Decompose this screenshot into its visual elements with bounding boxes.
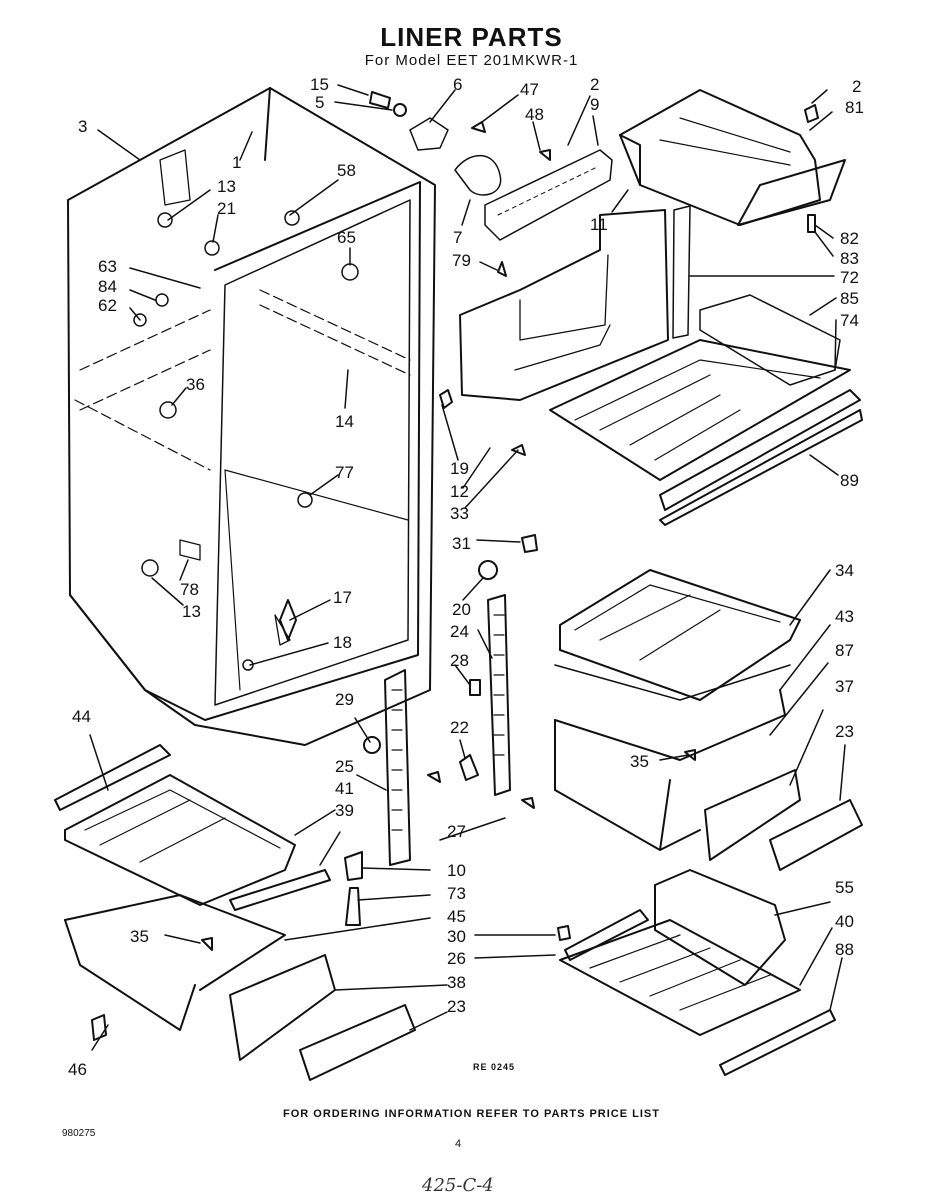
- callout-45: 45: [447, 907, 466, 926]
- callout-11: 11: [590, 215, 608, 234]
- callout-1: 1: [232, 153, 241, 172]
- leader-lines: [89, 84, 846, 1051]
- callout-65: 65: [337, 228, 356, 247]
- callout-85: 85: [840, 289, 859, 308]
- callout-25: 25: [335, 757, 354, 776]
- callout-30: 30: [447, 927, 466, 946]
- callout-36: 36: [186, 375, 205, 394]
- callout-84: 84: [98, 277, 117, 296]
- callout-62: 62: [98, 296, 117, 315]
- right-crisper-assembly: [554, 569, 863, 871]
- callout-24: 24: [450, 622, 469, 641]
- upper-shelf-assembly: [549, 294, 863, 526]
- callout-55: 55: [835, 878, 854, 897]
- callout-82: 82: [840, 229, 859, 248]
- callout-labels: 15 5 6 47 48 2 9 2 81 3 1 58 13 21 65 7 …: [68, 75, 864, 1079]
- callout-79: 79: [452, 251, 471, 270]
- callout-74: 74: [840, 311, 859, 330]
- callout-31: 31: [452, 534, 471, 553]
- page-number: 4: [455, 1138, 462, 1150]
- callout-29: 29: [335, 690, 354, 709]
- callout-78: 78: [180, 580, 199, 599]
- callout-87: 87: [835, 641, 854, 660]
- callout-41: 41: [335, 779, 354, 798]
- fan-assembly: [409, 117, 691, 401]
- callout-17: 17: [333, 588, 352, 607]
- callout-20: 20: [452, 600, 471, 619]
- model-subtitle: For Model EET 201MKWR-1: [364, 52, 579, 69]
- drawing-ref-code: RE 0245: [473, 1062, 516, 1072]
- callout-3: 3: [78, 117, 87, 136]
- callout-37: 37: [835, 677, 854, 696]
- callout-73: 73: [447, 884, 466, 903]
- ordering-note: FOR ORDERING INFORMATION REFER TO PARTS …: [283, 1108, 660, 1120]
- handwritten-note: 425-C-4: [422, 1175, 494, 1196]
- callout-14: 14: [335, 412, 354, 431]
- callout-18: 18: [333, 633, 352, 652]
- callout-34: 34: [835, 561, 854, 580]
- callout-63: 63: [98, 257, 117, 276]
- callout-21: 21: [217, 199, 236, 218]
- cabinet-liner: [67, 87, 436, 746]
- callout-44: 44: [72, 707, 91, 726]
- freezer-basket-assembly: [559, 869, 836, 1076]
- callout-35a: 35: [630, 752, 649, 771]
- callout-77: 77: [335, 463, 354, 482]
- callout-35b: 35: [130, 927, 149, 946]
- top-pan-assembly: [619, 89, 846, 226]
- left-crisper-assembly: [54, 744, 416, 1081]
- callout-7: 7: [453, 228, 462, 247]
- callout-81: 81: [845, 98, 864, 117]
- callout-12: 12: [450, 482, 469, 501]
- callout-13b: 13: [182, 602, 201, 621]
- callout-2a: 2: [590, 75, 599, 94]
- callout-39: 39: [335, 801, 354, 820]
- callout-72: 72: [840, 268, 859, 287]
- callout-2b: 2: [852, 77, 861, 96]
- callout-43: 43: [835, 607, 854, 626]
- callout-88: 88: [835, 940, 854, 959]
- callout-23a: 23: [835, 722, 854, 741]
- callout-26: 26: [447, 949, 466, 968]
- callout-6: 6: [453, 75, 462, 94]
- callout-38: 38: [447, 973, 466, 992]
- document-number: 980275: [62, 1128, 96, 1139]
- callout-27: 27: [447, 822, 466, 841]
- callout-58: 58: [337, 161, 356, 180]
- callout-48: 48: [525, 105, 544, 124]
- callout-13a: 13: [217, 177, 236, 196]
- callout-40: 40: [835, 912, 854, 931]
- callout-28: 28: [450, 651, 469, 670]
- callout-9: 9: [590, 95, 599, 114]
- callout-83: 83: [840, 249, 859, 268]
- callout-22: 22: [450, 718, 469, 737]
- small-parts: [91, 91, 819, 1041]
- page-title: LINER PARTS: [380, 22, 563, 52]
- callout-47: 47: [520, 80, 539, 99]
- callout-89: 89: [840, 471, 859, 490]
- shelf-ladders: [384, 594, 511, 866]
- callout-46: 46: [68, 1060, 87, 1079]
- callout-19: 19: [450, 459, 469, 478]
- callout-10: 10: [447, 861, 466, 880]
- callout-5: 5: [315, 93, 324, 112]
- callout-23b: 23: [447, 997, 466, 1016]
- callout-15a: 15: [310, 75, 329, 94]
- callout-33: 33: [450, 504, 469, 523]
